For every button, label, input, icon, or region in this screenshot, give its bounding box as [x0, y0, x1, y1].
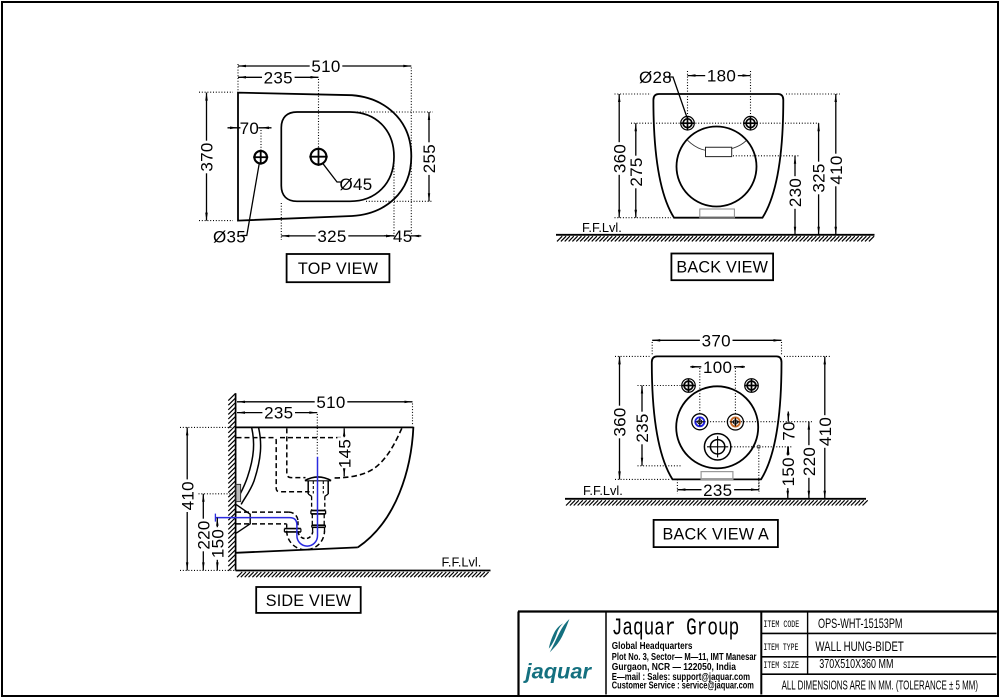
- svg-text:jaquar: jaquar: [522, 660, 592, 684]
- svg-text:325: 325: [810, 163, 829, 192]
- svg-text:255: 255: [420, 144, 439, 173]
- svg-text:BACK VIEW A: BACK VIEW A: [662, 525, 769, 543]
- svg-text:235: 235: [264, 68, 293, 87]
- svg-text:410: 410: [816, 417, 835, 446]
- svg-text:235: 235: [703, 481, 732, 500]
- svg-text:Global Headquarters: Global Headquarters: [612, 641, 693, 652]
- svg-text:100: 100: [703, 358, 732, 377]
- svg-text:ALL DIMENSIONS ARE IN MM. (TOL: ALL DIMENSIONS ARE IN MM. (TOLERANCE ± 5…: [782, 678, 978, 693]
- svg-text:325: 325: [317, 227, 346, 246]
- svg-text:Jaquar Group: Jaquar Group: [612, 616, 740, 643]
- svg-text:370X510X360 MM: 370X510X360 MM: [819, 656, 893, 671]
- svg-text:TOP VIEW: TOP VIEW: [298, 260, 379, 278]
- svg-text:180: 180: [707, 67, 736, 86]
- svg-text:F.F.Lvl.: F.F.Lvl.: [582, 220, 622, 235]
- svg-text:230: 230: [786, 178, 805, 207]
- svg-text:Gurgaon, NCR — 122050, India: Gurgaon, NCR — 122050, India: [612, 662, 737, 673]
- svg-text:OPS-WHT-15153PM: OPS-WHT-15153PM: [818, 615, 903, 631]
- svg-text:150: 150: [779, 457, 798, 486]
- svg-text:WALL HUNG-BIDET: WALL HUNG-BIDET: [815, 639, 904, 654]
- svg-text:370: 370: [702, 331, 731, 350]
- svg-text:ITEM SIZE: ITEM SIZE: [763, 661, 799, 672]
- svg-text:SIDE VIEW: SIDE VIEW: [266, 592, 352, 610]
- svg-text:Plot No. 3, Sector— M—11, IMT: Plot No. 3, Sector— M—11, IMT Manesar: [612, 652, 757, 663]
- svg-text:F.F.Lvl.: F.F.Lvl.: [442, 554, 482, 569]
- svg-text:70: 70: [779, 421, 798, 441]
- svg-text:ITEM CODE: ITEM CODE: [763, 620, 799, 631]
- svg-text:BACK VIEW: BACK VIEW: [676, 259, 768, 277]
- svg-text:410: 410: [827, 155, 846, 184]
- svg-text:F.F.Lvl.: F.F.Lvl.: [583, 483, 623, 498]
- svg-text:510: 510: [311, 57, 340, 76]
- svg-text:ITEM TYPE: ITEM TYPE: [763, 643, 798, 654]
- svg-text:275: 275: [627, 157, 646, 186]
- svg-text:150: 150: [208, 529, 227, 558]
- svg-text:Ø28: Ø28: [639, 68, 672, 87]
- svg-text:145: 145: [335, 439, 354, 468]
- svg-text:360: 360: [610, 144, 629, 173]
- svg-text:360: 360: [611, 407, 630, 436]
- svg-text:Ø35: Ø35: [213, 228, 246, 247]
- svg-text:E—mail : Sales: support@jaquar: E—mail : Sales: support@jaquar.com: [612, 672, 750, 683]
- svg-text:Customer Service : service@jaq: Customer Service : service@jaquar.com: [612, 680, 754, 691]
- svg-text:220: 220: [194, 520, 213, 549]
- svg-text:410: 410: [178, 481, 197, 510]
- svg-text:220: 220: [800, 447, 819, 476]
- svg-text:45: 45: [393, 227, 413, 246]
- svg-text:235: 235: [264, 404, 293, 423]
- svg-text:70: 70: [240, 119, 260, 138]
- svg-text:370: 370: [198, 142, 217, 171]
- svg-text:510: 510: [316, 393, 345, 412]
- svg-text:235: 235: [633, 413, 652, 442]
- svg-text:Ø45: Ø45: [340, 175, 373, 194]
